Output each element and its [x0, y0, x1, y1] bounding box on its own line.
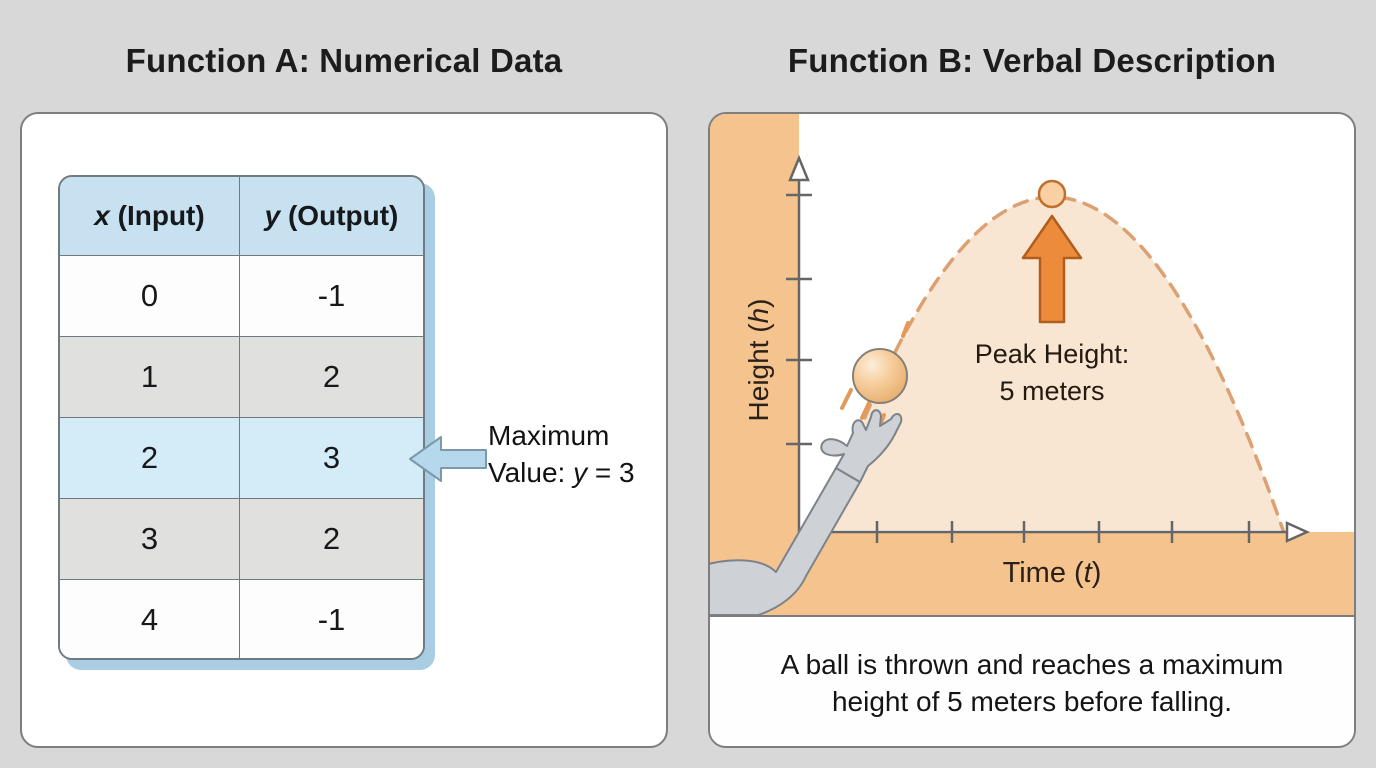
x-value-cell: 4 [60, 579, 240, 658]
peak-height-line-1: Peak Height: [974, 339, 1130, 369]
table-row: 3 2 [60, 498, 423, 580]
up-arrow-icon [1021, 214, 1083, 324]
caption-line-2: height of 5 meters before falling. [831, 685, 1232, 717]
peak-height-annotation: Peak Height: 5 meters [922, 336, 1182, 410]
x-input-header: x (Input) [60, 177, 240, 256]
peak-height-line-2: 5 meters [999, 376, 1105, 406]
throwing-arm-illustration [710, 409, 903, 615]
left-arrow-icon [409, 436, 487, 482]
y-axis-label: Height (h) [743, 298, 774, 422]
y-axis [786, 154, 812, 532]
annotation-line-2: Value: y = 3 [488, 457, 635, 488]
function-b-card: Height (h) Time (t) Peak Height: 5 meter… [708, 112, 1356, 748]
wall-band [710, 114, 799, 615]
x-axis-label: Time (t) [1002, 557, 1102, 589]
x-value-cell: 0 [60, 255, 240, 337]
table-row: 1 2 [60, 336, 423, 418]
y-value-cell: 3 [239, 417, 423, 499]
function-a-card: x (Input) y (Output) 0 -1 1 2 2 3 3 2 4 … [20, 112, 668, 748]
table-row: 0 -1 [60, 255, 423, 337]
y-output-header: y (Output) [239, 177, 423, 256]
trajectory-diagram: Height (h) Time (t) Peak Height: 5 meter… [710, 114, 1354, 615]
peak-ball-icon [1037, 179, 1067, 209]
x-axis [799, 521, 1311, 543]
max-value-annotation: Maximum Value: y = 3 [488, 417, 635, 491]
table-row-highlighted-maximum: 2 3 [60, 417, 423, 499]
data-table: x (Input) y (Output) 0 -1 1 2 2 3 3 2 4 … [58, 175, 425, 660]
y-value-cell: -1 [239, 579, 423, 658]
x-value-cell: 3 [60, 498, 240, 580]
y-value-cell: 2 [239, 498, 423, 580]
function-b-title: Function B: Verbal Description [787, 42, 1277, 79]
y-value-cell: 2 [239, 336, 423, 418]
caption-line-1: A ball is thrown and reaches a maximum [780, 648, 1284, 680]
function-a-title: Function A: Numerical Data [125, 42, 563, 79]
ball-icon [852, 348, 908, 404]
table-header-row: x (Input) y (Output) [60, 177, 423, 256]
verbal-description: A ball is thrown and reaches a maximum h… [710, 615, 1354, 746]
x-value-cell: 1 [60, 336, 240, 418]
y-value-cell: -1 [239, 255, 423, 337]
table-row: 4 -1 [60, 579, 423, 658]
annotation-line-1: Maximum [488, 420, 610, 451]
x-value-cell: 2 [60, 417, 240, 499]
